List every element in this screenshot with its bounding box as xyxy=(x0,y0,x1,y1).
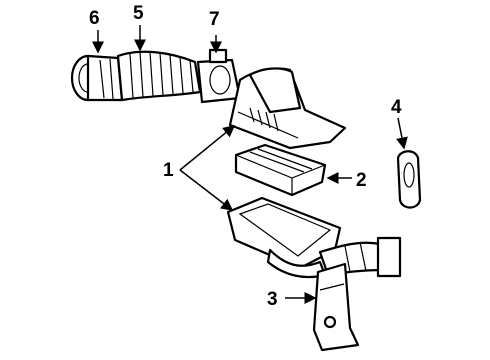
callout-3: 3 xyxy=(267,289,278,310)
part-3-bracket xyxy=(312,262,360,352)
part-5-duct xyxy=(116,50,202,102)
callout-1: 1 xyxy=(163,160,174,181)
callout-7: 7 xyxy=(209,9,220,30)
part-1-lower-box xyxy=(226,196,342,279)
part-6-inlet xyxy=(70,54,124,102)
leader-lines xyxy=(92,25,408,304)
callout-5: 5 xyxy=(133,3,144,24)
part-4-grommet xyxy=(396,150,422,209)
callout-2: 2 xyxy=(356,170,367,191)
callout-4: 4 xyxy=(391,97,402,118)
part-7-sensor xyxy=(196,48,242,104)
part-1-upper-cover xyxy=(228,67,347,150)
callout-6: 6 xyxy=(89,8,100,29)
part-2-filter xyxy=(234,143,327,197)
